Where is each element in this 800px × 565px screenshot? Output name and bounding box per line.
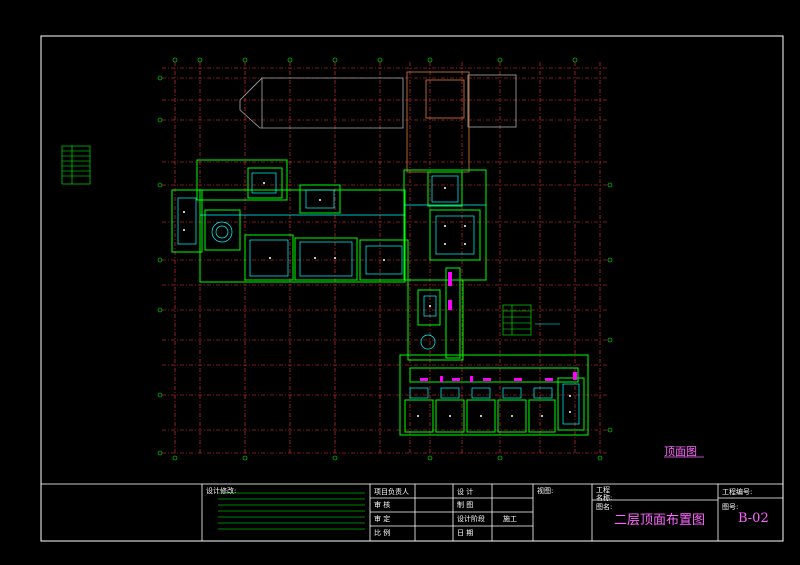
plan-caption: 顶面图	[664, 445, 697, 458]
axis-grid	[162, 62, 608, 455]
ceiling-details	[177, 172, 580, 425]
tb-drawing-name-label: 图名:	[596, 503, 613, 511]
tb-project-label: 工程	[596, 486, 610, 494]
tb-drawing-name: 二层顶面布置图	[614, 513, 706, 528]
tb-design: 设 计	[457, 488, 474, 496]
tb-drawing-no: B-02	[738, 511, 769, 526]
revision-label: 设计修改:	[206, 487, 237, 495]
title-block	[40, 483, 784, 542]
tb-project-no-label: 工程编号:	[722, 488, 753, 496]
tb-project-lead: 项目负责人	[374, 488, 409, 496]
tb-drafting: 制 图	[457, 501, 474, 509]
building-walls	[171, 71, 589, 436]
tb-scale: 比 例	[374, 529, 391, 537]
magenta-fixtures	[420, 272, 577, 382]
tb-drawing-no-label: 图号:	[722, 503, 739, 511]
material-legend-left	[61, 145, 91, 185]
axis-bubbles	[157, 57, 613, 461]
material-legend-right	[502, 304, 560, 336]
tb-stage: 设计阶段	[457, 515, 485, 523]
roof-annex	[239, 74, 517, 129]
tb-name-label: 名称:	[596, 494, 613, 502]
tb-review: 审 核	[374, 501, 391, 509]
tb-view-label: 视图:	[537, 487, 554, 495]
tb-date: 日 期	[457, 529, 474, 537]
outer-frame	[40, 35, 784, 542]
tb-stage-value: 施工	[503, 515, 517, 523]
light-fixtures	[183, 182, 571, 417]
tb-approve: 审 定	[374, 515, 391, 523]
